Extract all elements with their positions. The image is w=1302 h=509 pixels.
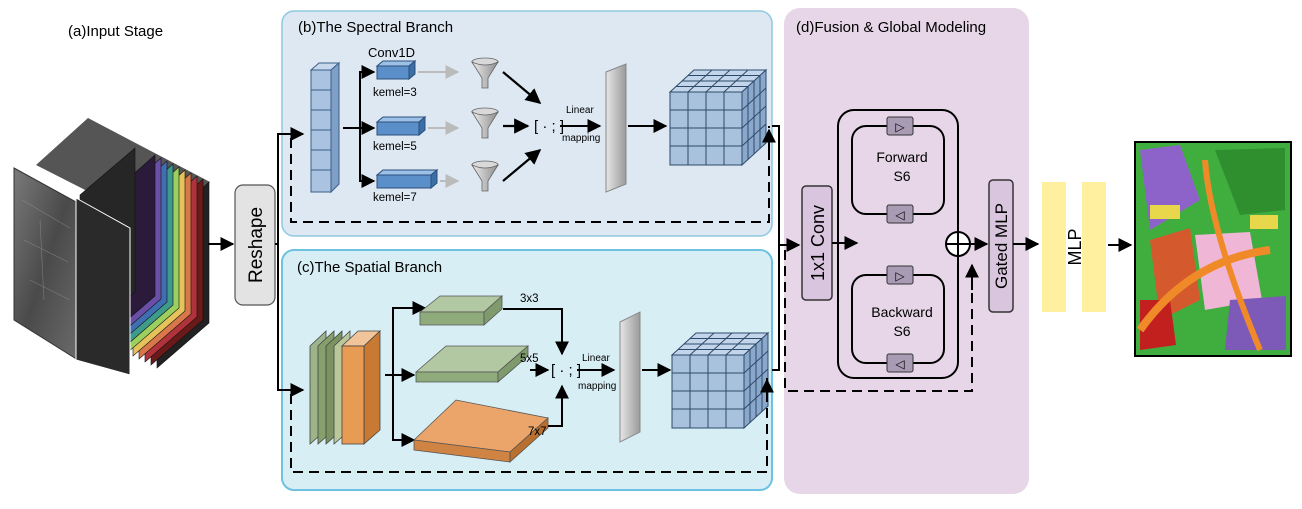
spectral-fanout-arrows bbox=[343, 65, 376, 188]
branch-merge-connectors bbox=[772, 125, 801, 371]
spatial-size-7x7-label: 7x7 bbox=[528, 426, 547, 438]
conv1d-kernel-3 bbox=[375, 59, 417, 81]
spatial-kernel-5x5 bbox=[414, 345, 530, 383]
backward-s6-loop: ▷ ◁ bbox=[851, 265, 945, 373]
hyperspectral-cube bbox=[13, 118, 235, 376]
spectral-mapping-label: mapping bbox=[562, 133, 600, 144]
spatial-size-3x3-label: 3x3 bbox=[520, 293, 539, 305]
input-stage-title: (a)Input Stage bbox=[68, 23, 163, 40]
conv1d-kernels bbox=[375, 59, 439, 190]
kernel-3-label: kemel=3 bbox=[373, 87, 417, 99]
gated-mlp-block bbox=[988, 179, 1014, 313]
spectral-branch-title: (b)The Spectral Branch bbox=[298, 19, 453, 36]
spatial-fanout-arrows bbox=[385, 301, 427, 447]
gated-mlp-label: Gated MLP bbox=[992, 203, 1011, 289]
spatial-merge-arrows bbox=[503, 308, 569, 427]
spatial-size-5x5-label: 5x5 bbox=[520, 353, 539, 365]
fusion-panel bbox=[784, 8, 1029, 494]
spatial-branch-title: (c)The Spatial Branch bbox=[297, 259, 442, 276]
spectral-merge-arrows bbox=[502, 71, 542, 182]
spectral-band-stack bbox=[79, 147, 210, 369]
spatial-stacked-maps bbox=[309, 330, 382, 445]
spatial-concat-label: [ · ; ] bbox=[551, 362, 581, 379]
spatial-conv-kernels bbox=[413, 295, 549, 463]
conv1d-kernel-7 bbox=[375, 168, 439, 190]
kernel-7-label: kemel=7 bbox=[373, 192, 417, 204]
conv1x1-label: 1x1 Conv bbox=[808, 205, 828, 281]
spectral-gray-arrows bbox=[418, 65, 460, 188]
spatial-residual-path bbox=[290, 378, 768, 473]
fusion-stage-title: (d)Fusion & Global Modeling bbox=[796, 19, 986, 36]
play-left-icon: ◁ bbox=[895, 208, 905, 222]
play-right-icon: ▷ bbox=[895, 120, 905, 134]
play-right-icon: ▷ bbox=[895, 269, 905, 283]
backward-label: Backward bbox=[871, 304, 932, 320]
forward-s6-loop: ▷ ◁ bbox=[851, 116, 945, 224]
forward-s6-bottom-gate bbox=[886, 204, 914, 224]
funnel-icon bbox=[470, 107, 500, 139]
classification-map bbox=[1134, 141, 1292, 357]
pooling-funnels bbox=[470, 57, 500, 192]
forward-s6-label: S6 bbox=[893, 168, 910, 184]
spectral-token-column bbox=[309, 61, 341, 194]
spectral-projection-plane bbox=[605, 63, 627, 193]
sum-junction bbox=[945, 225, 989, 257]
backward-s6-label: S6 bbox=[893, 323, 910, 339]
spatial-kernel-7x7 bbox=[413, 399, 549, 463]
funnel-icon bbox=[470, 57, 500, 89]
forward-s6-top-gate bbox=[886, 116, 914, 136]
backward-s6-bottom-gate bbox=[886, 353, 914, 373]
spectral-linear-label: Linear bbox=[566, 105, 594, 116]
spatial-mapping-label: mapping bbox=[578, 381, 616, 392]
kernel-5-label: kemel=5 bbox=[373, 141, 417, 153]
mlp-bar-left bbox=[1042, 182, 1066, 312]
reshape-label: Reshape bbox=[246, 207, 267, 283]
mlp-label: MLP bbox=[1065, 228, 1085, 265]
spatial-kernel-3x3 bbox=[418, 295, 504, 326]
spatial-projection-plane bbox=[619, 311, 641, 443]
spatial-linear-label: Linear bbox=[582, 353, 610, 364]
spatial-feature-cube bbox=[670, 331, 770, 430]
mlp-bar-right bbox=[1082, 182, 1106, 312]
satellite-image-layer bbox=[13, 167, 79, 361]
forward-label: Forward bbox=[876, 149, 927, 165]
backward-s6-top-gate bbox=[886, 265, 914, 285]
conv1d-kernel-5 bbox=[375, 115, 427, 137]
spectral-residual-path bbox=[290, 126, 770, 223]
funnel-icon bbox=[470, 160, 500, 192]
reshape-split-connectors bbox=[275, 127, 305, 397]
global-skip-path bbox=[784, 250, 973, 392]
play-left-icon: ◁ bbox=[895, 357, 905, 371]
spectral-concat-label: [ · ; ] bbox=[534, 118, 564, 135]
spectral-feature-cube bbox=[668, 68, 768, 167]
conv1d-label: Conv1D bbox=[368, 45, 415, 60]
